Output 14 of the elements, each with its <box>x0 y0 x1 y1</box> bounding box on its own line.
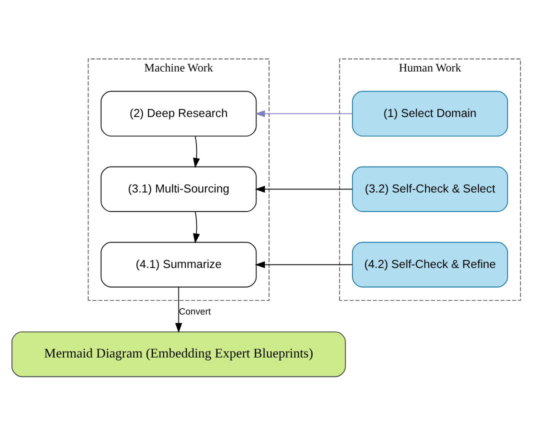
arrow <box>193 211 200 244</box>
arrow <box>254 186 353 193</box>
arrow <box>254 261 353 268</box>
node-box: (2) Deep Research <box>100 90 257 137</box>
node-box: (4.1) Summarize <box>100 242 257 288</box>
node-box: Mermaid Diagram (Embedding Expert Blueprints) <box>12 331 346 378</box>
arrow <box>254 110 353 118</box>
node-box: (4.2) Self-Check & Refine <box>352 242 508 288</box>
arrow <box>193 136 200 168</box>
arrow <box>175 286 182 333</box>
node-box: (1) Select Domain <box>352 90 508 137</box>
edge-label: Convert <box>178 306 211 316</box>
node-box: (3.2) Self-Check & Select <box>352 166 508 212</box>
node-box: (3.1) Multi-Sourcing <box>100 166 257 212</box>
